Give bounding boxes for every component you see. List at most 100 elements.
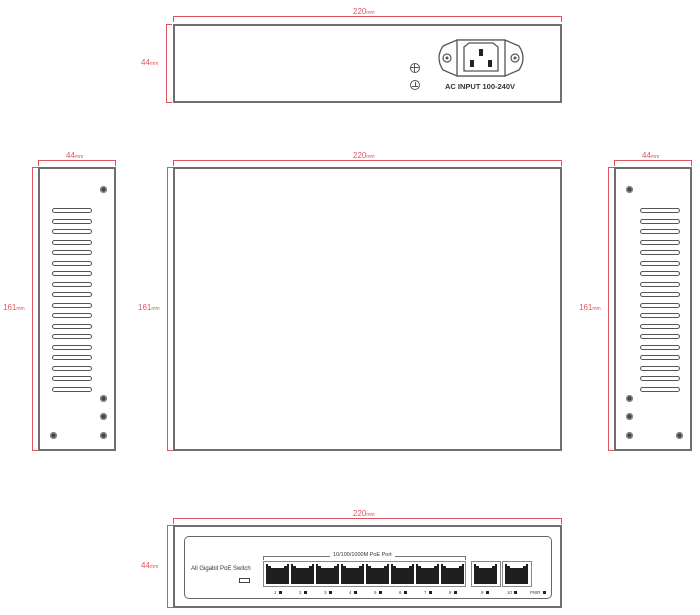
screw-icon	[100, 413, 107, 420]
poe-port-4[interactable]	[341, 564, 364, 584]
uplink-label-10: 10	[507, 590, 518, 595]
left-height-dimension	[32, 167, 38, 451]
front-width-label: 220mm	[353, 509, 375, 518]
vent-slot	[640, 229, 680, 234]
vent-slot	[640, 260, 680, 266]
port-label: 6	[399, 590, 407, 595]
right-height-dimension	[608, 167, 614, 451]
top-height-label: 161mm	[138, 303, 160, 312]
right-width-dimension	[614, 160, 692, 166]
vent-slot	[52, 239, 92, 245]
poe-port-7[interactable]	[416, 564, 439, 584]
vent-slot	[52, 313, 92, 318]
ground-screw-icon	[410, 63, 420, 73]
vent-slot	[52, 323, 92, 329]
vent-slot	[640, 344, 680, 350]
uplink-label-9: 9	[481, 590, 489, 595]
power-led-icon	[542, 591, 546, 595]
front-view-panel: All Gigabit PoE Switch 10/100/1000M PoE …	[173, 525, 562, 608]
rear-width-label: 220mm	[353, 7, 375, 16]
top-width-dimension	[173, 160, 562, 166]
uplink-frame-10	[502, 561, 532, 587]
vent-slot	[52, 218, 92, 224]
vent-slot	[52, 365, 92, 371]
ground-symbol-icon	[410, 80, 420, 90]
screw-icon	[100, 186, 107, 193]
front-height-dimension	[167, 525, 173, 608]
poe-port-3[interactable]	[316, 564, 339, 584]
screw-icon	[626, 395, 633, 402]
vent-slot	[52, 208, 92, 213]
rear-view-panel: AC INPUT 100-240V	[173, 24, 562, 103]
vent-slot	[640, 323, 680, 329]
screw-icon	[100, 395, 107, 402]
top-height-dimension	[167, 167, 173, 451]
top-width-label: 220mm	[353, 151, 375, 160]
vent-slot	[640, 208, 680, 213]
uplink-port-10[interactable]	[505, 564, 528, 584]
right-side-panel	[614, 167, 692, 451]
led-icon	[514, 591, 518, 595]
led-icon	[485, 591, 489, 595]
rear-width-dimension	[173, 16, 562, 22]
vent-slot	[52, 229, 92, 234]
mode-switch[interactable]	[239, 578, 250, 583]
front-width-dimension	[173, 518, 562, 524]
port-label: 8	[449, 590, 457, 595]
vent-slot	[640, 218, 680, 224]
vent-slot	[52, 334, 92, 339]
vent-slot	[52, 355, 92, 360]
left-height-label: 161mm	[3, 303, 25, 312]
vent-slot	[640, 334, 680, 339]
right-width-label: 44mm	[642, 151, 660, 160]
vent-slot	[640, 281, 680, 287]
vent-slot	[52, 292, 92, 297]
port-label: 1	[274, 590, 282, 595]
left-width-dimension	[38, 160, 116, 166]
port-label: 5	[374, 590, 382, 595]
screw-icon	[626, 432, 633, 439]
left-width-label: 44mm	[66, 151, 84, 160]
power-led-label: PWR	[530, 590, 546, 595]
uplink-frame-9	[471, 561, 501, 587]
vent-slot	[640, 355, 680, 360]
left-side-panel	[38, 167, 116, 451]
vent-slot	[52, 344, 92, 350]
front-faceplate	[184, 536, 552, 599]
uplink-port-9[interactable]	[474, 564, 497, 584]
led-icon	[453, 591, 457, 595]
screw-icon	[100, 432, 107, 439]
top-view-panel	[173, 167, 562, 451]
led-icon	[303, 591, 307, 595]
power-input-label: AC INPUT 100-240V	[445, 82, 516, 91]
led-icon	[328, 591, 332, 595]
port-group-frame	[263, 561, 466, 587]
vent-slot	[640, 250, 680, 255]
vent-slot	[52, 302, 92, 308]
led-icon	[428, 591, 432, 595]
rear-height-dimension	[166, 24, 172, 103]
led-icon	[403, 591, 407, 595]
poe-port-8[interactable]	[441, 564, 464, 584]
poe-port-5[interactable]	[366, 564, 389, 584]
vent-slot	[52, 260, 92, 266]
vent-slot	[52, 271, 92, 276]
right-height-label: 161mm	[579, 303, 601, 312]
led-icon	[378, 591, 382, 595]
front-height-label: 44mm	[141, 561, 159, 570]
product-label: All Gigabit PoE Switch	[191, 566, 251, 572]
vent-slot	[640, 292, 680, 297]
vent-slot	[52, 376, 92, 381]
vent-slot	[640, 313, 680, 318]
poe-port-1[interactable]	[266, 564, 289, 584]
led-icon	[278, 591, 282, 595]
screw-icon	[626, 413, 633, 420]
port-label: 2	[299, 590, 307, 595]
vent-slot	[640, 302, 680, 308]
port-label: 4	[349, 590, 357, 595]
power-inlet-icon	[438, 39, 524, 77]
poe-port-6[interactable]	[391, 564, 414, 584]
vent-slot	[640, 386, 680, 392]
vent-slot	[640, 376, 680, 381]
poe-port-2[interactable]	[291, 564, 314, 584]
